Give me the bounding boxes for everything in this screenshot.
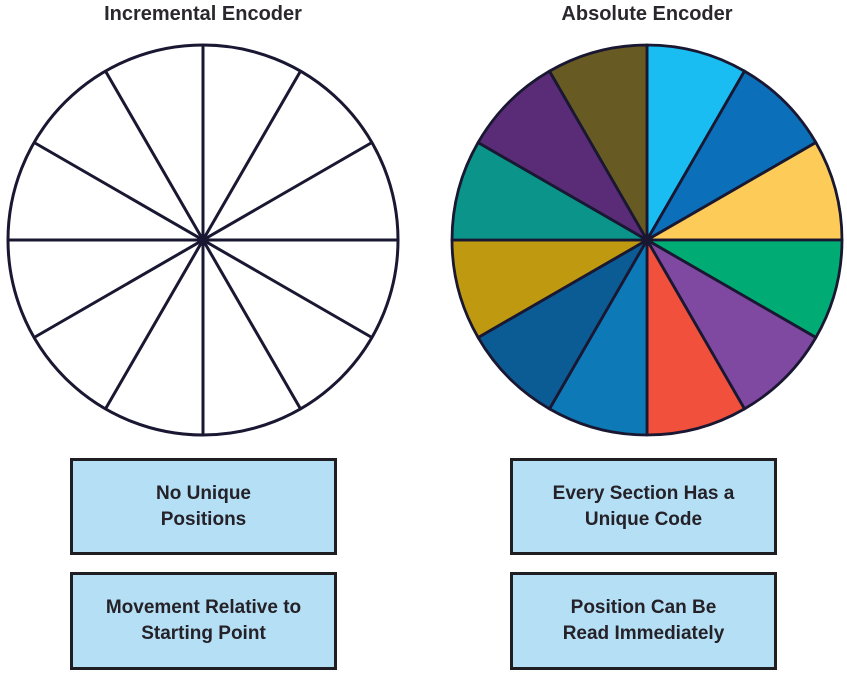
wheel-segment <box>645 43 746 242</box>
wheel-segment <box>645 69 818 242</box>
callout-line: Starting Point <box>141 623 266 644</box>
incremental-encoder-wheel <box>6 43 400 437</box>
incremental-encoder-title: Incremental Encoder <box>104 3 302 25</box>
callout-line: Unique Code <box>584 508 703 530</box>
wheel-segment <box>548 43 649 242</box>
wheel-segment <box>645 141 844 242</box>
callout-line: Read Immediately <box>562 623 725 644</box>
absolute-encoder-title: Absolute Encoder <box>561 3 733 25</box>
callout-line: Movement Relative to <box>105 597 302 619</box>
wheel-segment <box>476 69 649 242</box>
callout-position-read: Position Can Be Read Immediately <box>510 572 777 670</box>
wheel-segment <box>450 141 649 242</box>
callout-unique-code: Every Section Has a Unique Code <box>510 458 777 555</box>
wheel-spoke <box>104 70 302 410</box>
callout-line: Position Can Be <box>570 597 717 619</box>
wheel-segment <box>450 238 649 339</box>
wheel-segment <box>645 238 818 411</box>
absolute-encoder-wheel <box>450 43 844 437</box>
callout-line: Positions <box>160 508 247 530</box>
callout-movement-relative: Movement Relative to Starting Point <box>70 572 337 670</box>
wheel-segment <box>476 238 649 411</box>
wheel-segment <box>645 238 844 339</box>
callout-no-unique-positions: No Unique Positions <box>70 458 337 555</box>
callout-line: No Unique <box>156 482 251 504</box>
callout-line: Every Section Has a <box>552 482 735 504</box>
wheel-segment <box>548 238 649 437</box>
wheel-segment <box>645 238 746 437</box>
